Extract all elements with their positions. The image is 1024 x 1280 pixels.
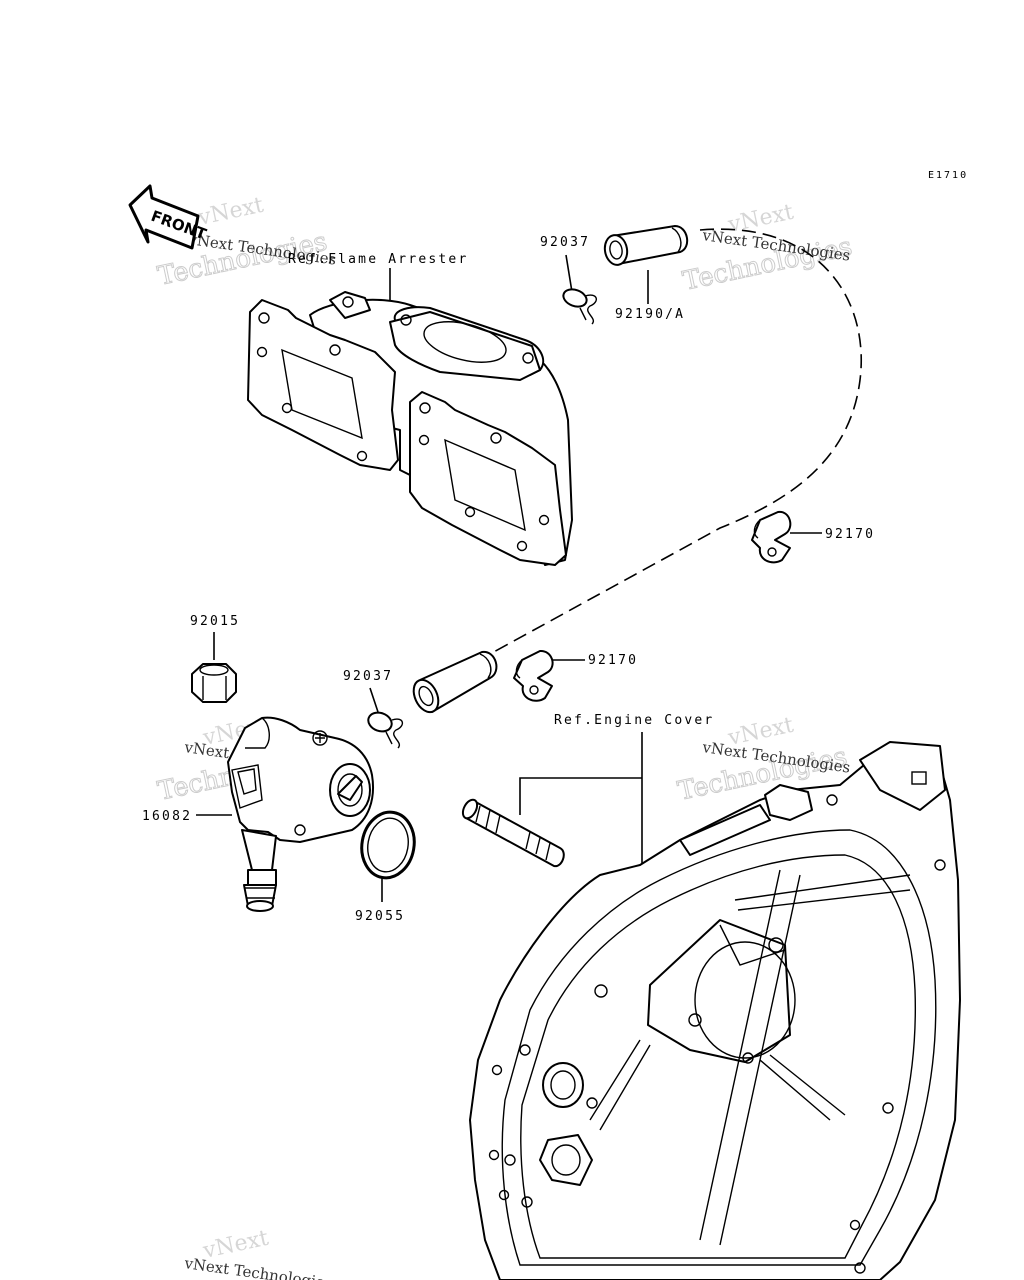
clip-92170-mid: [513, 650, 554, 702]
label-92037-top: 92037: [540, 235, 590, 250]
leader-engine-cover: [519, 732, 643, 865]
clamp-92037-mid: [367, 711, 403, 749]
hose-route-dashed: [469, 228, 862, 666]
leader-92037-mid: [369, 687, 379, 713]
label-92170-mid: 92170: [588, 653, 638, 668]
flame-arrester-manifold: [247, 291, 573, 566]
clamp-92037-top: [562, 288, 597, 325]
watermark-top-right: vNext Technologies vNext Technologies: [680, 200, 856, 298]
front-arrow: FRONT: [128, 184, 209, 250]
valve-16082: [227, 716, 374, 912]
clip-92170-right: [751, 510, 792, 564]
label-92170-right: 92170: [825, 527, 875, 542]
watermark-bottom-left: vNext vNext Technologies: [182, 1226, 333, 1280]
oring-92055: [360, 810, 416, 880]
hose-92190-mid: [412, 650, 498, 714]
label-92190a: 92190/A: [615, 307, 685, 322]
ref-engine-cover-label: Ref.Engine Cover: [554, 713, 714, 728]
label-92015: 92015: [190, 614, 240, 629]
label-92037-mid: 92037: [343, 669, 393, 684]
hose-92190a-top: [603, 225, 689, 266]
svg-text:vNext Technologies: vNext Technologies: [182, 1254, 333, 1280]
stud-bolt: [461, 798, 565, 868]
engine-cover: [469, 741, 961, 1280]
ref-flame-arrester-label: Ref.Flame Arrester: [288, 252, 468, 267]
label-16082: 16082: [142, 809, 192, 824]
label-92055: 92055: [355, 909, 405, 924]
nut-92015: [191, 663, 237, 703]
diagram-code: E1710: [928, 170, 968, 181]
leader-92037-top: [565, 254, 573, 293]
